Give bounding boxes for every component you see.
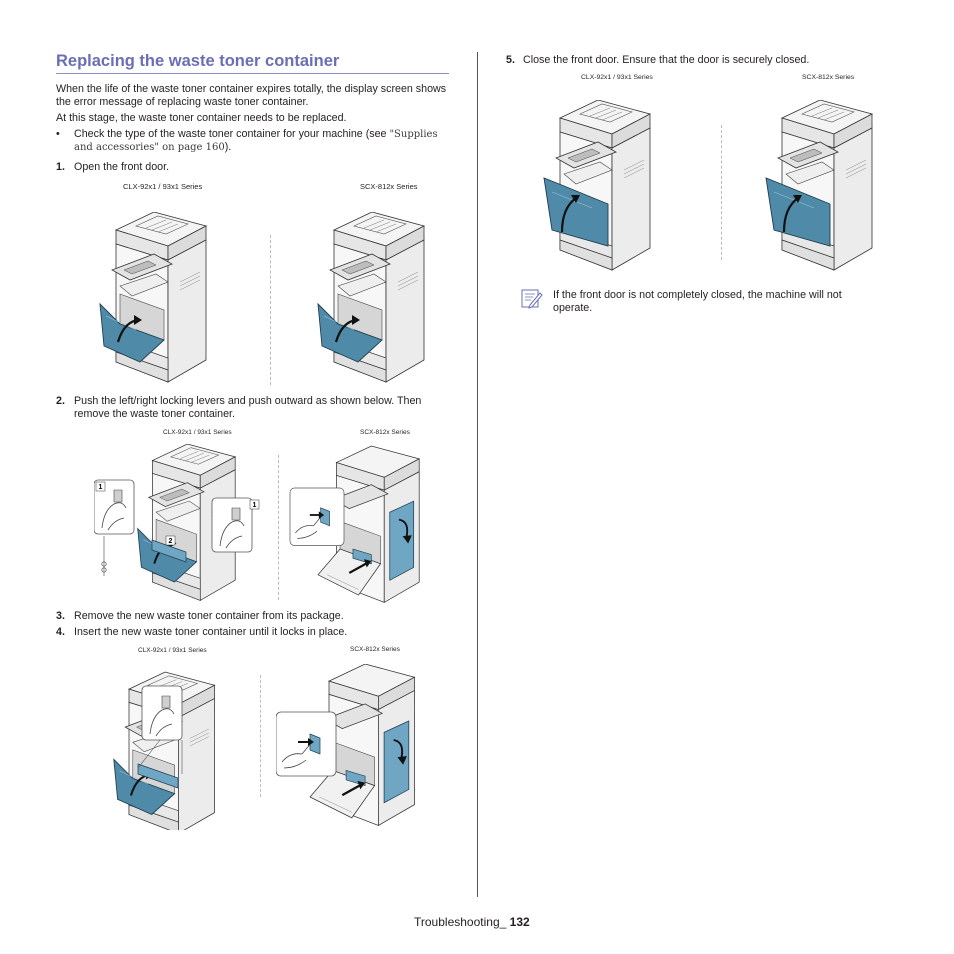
caption-scx-step1: SCX-812x Series <box>360 182 418 191</box>
step-1-number: 1. <box>56 161 65 173</box>
caption-clx-step1: CLX-92x1 / 93x1 Series <box>123 182 203 191</box>
intro-paragraph-1: When the life of the waste toner contain… <box>56 83 447 108</box>
step-4-text: Insert the new waste toner container unt… <box>74 626 348 638</box>
figure-divider <box>260 675 261 797</box>
figure-insert-container-scx <box>276 664 416 827</box>
column-divider <box>477 52 478 897</box>
supplies-reference-link[interactable]: "Supplies and accessories" on page 160 <box>74 129 438 153</box>
intro-paragraph-2: At this stage, the waste toner container… <box>56 112 347 124</box>
figure-remove-container-scx <box>289 444 421 604</box>
step-2-number: 2. <box>56 395 65 407</box>
step-2-text: Push the left/right locking levers and p… <box>74 395 422 420</box>
note-text: If the front door is not completely clos… <box>553 289 842 314</box>
step-4-number: 4. <box>56 626 65 638</box>
figure-divider <box>721 125 722 260</box>
page-footer: Troubleshooting_ 132 <box>414 915 530 929</box>
section-title: Replacing the waste toner container <box>56 52 340 70</box>
callout-1-left: 1 <box>99 484 103 491</box>
pencil-note-icon <box>521 289 543 309</box>
step-1-text: Open the front door. <box>74 161 170 173</box>
figure-close-door-scx <box>764 100 874 272</box>
footer-label: Troubleshooting_ <box>414 915 507 929</box>
figure-insert-container-clx <box>112 670 216 830</box>
figure-close-door-clx <box>542 100 652 272</box>
bullet-item: Check the type of the waste toner contai… <box>74 128 454 154</box>
figure-divider <box>270 235 271 385</box>
title-underline <box>56 73 449 74</box>
bullet-marker: • <box>56 128 60 140</box>
page-number: 132 <box>509 915 530 929</box>
step-3-text: Remove the new waste toner container fro… <box>74 610 344 622</box>
figure-divider <box>278 455 279 600</box>
step-5-text: Close the front door. Ensure that the do… <box>523 54 810 66</box>
figure-open-door-clx <box>98 212 208 384</box>
caption-clx-step2: CLX-92x1 / 93x1 Series <box>163 429 232 436</box>
caption-clx-step5: CLX-92x1 / 93x1 Series <box>581 74 653 81</box>
caption-scx-step4: SCX-812x Series <box>350 646 400 653</box>
caption-clx-step4: CLX-92x1 / 93x1 Series <box>138 647 207 654</box>
caption-scx-step5: SCX-812x Series <box>802 74 855 81</box>
step-5-number: 5. <box>506 54 515 66</box>
caption-scx-step2: SCX-812x Series <box>360 429 410 436</box>
bullet-tail: ). <box>224 141 232 153</box>
figure-open-door-scx <box>316 212 426 384</box>
callout-1-right: 1 <box>253 502 257 509</box>
callout-2: 2 <box>169 538 173 545</box>
bullet-text: Check the type of the waste toner contai… <box>74 128 390 140</box>
figure-remove-container-clx: 1 1 2 <box>94 444 260 602</box>
step-3-number: 3. <box>56 610 65 622</box>
